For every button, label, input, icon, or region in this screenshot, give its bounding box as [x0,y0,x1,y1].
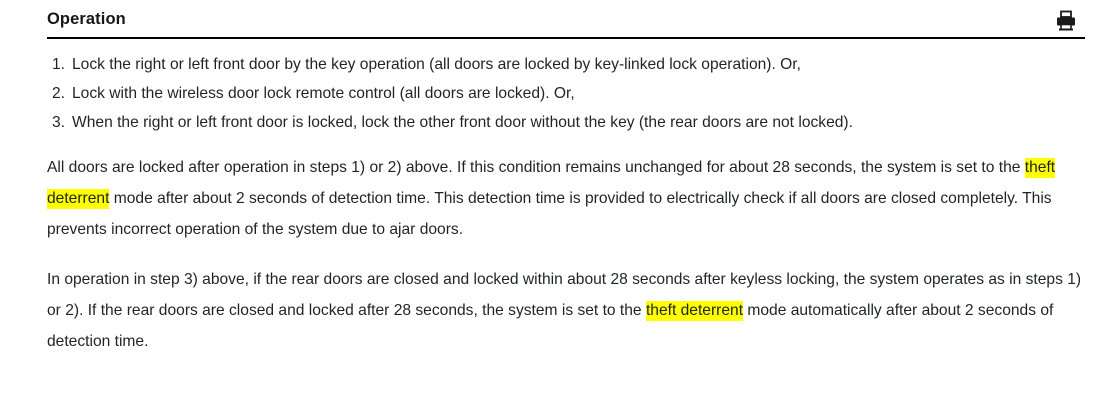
paragraph-text-segment: mode automatically after about 2 seconds… [47,302,1054,350]
highlighted-term: theft deterrent [645,301,744,321]
paragraph-rear-door-behavior: In operation in step 3) above, if the re… [47,264,1087,357]
page-header: Operation [47,8,1085,38]
list-item-marker: 1. [52,56,66,73]
list-item-text: When the right or left front door is loc… [72,114,853,131]
paragraph-text-segment: In operation in step 3) above, if the re… [47,271,1082,319]
list-item-marker: 2. [52,85,66,102]
paragraph-text-segment: mode after about 2 seconds of detection … [47,190,1052,238]
page-title: Operation [47,10,126,28]
paragraph-locking-conditions: All doors are locked after operation in … [47,152,1087,245]
document-content: 1. Lock the right or left front door by t… [47,50,1087,357]
header-divider [47,37,1085,39]
list-item: 1. Lock the right or left front door by t… [47,50,1087,79]
list-item-marker: 3. [52,114,66,131]
paragraph-text-segment: All doors are locked after operation in … [47,159,1025,176]
operation-steps-list: 1. Lock the right or left front door by t… [47,50,1087,137]
list-item: 3. When the right or left front door is l… [47,108,1087,137]
printer-icon [1055,10,1077,37]
list-item-text: Lock the right or left front door by the… [72,56,801,73]
print-button[interactable] [1055,10,1077,34]
list-item-text: Lock with the wireless door lock remote … [72,85,575,102]
list-item: 2. Lock with the wireless door lock remot… [47,79,1087,108]
